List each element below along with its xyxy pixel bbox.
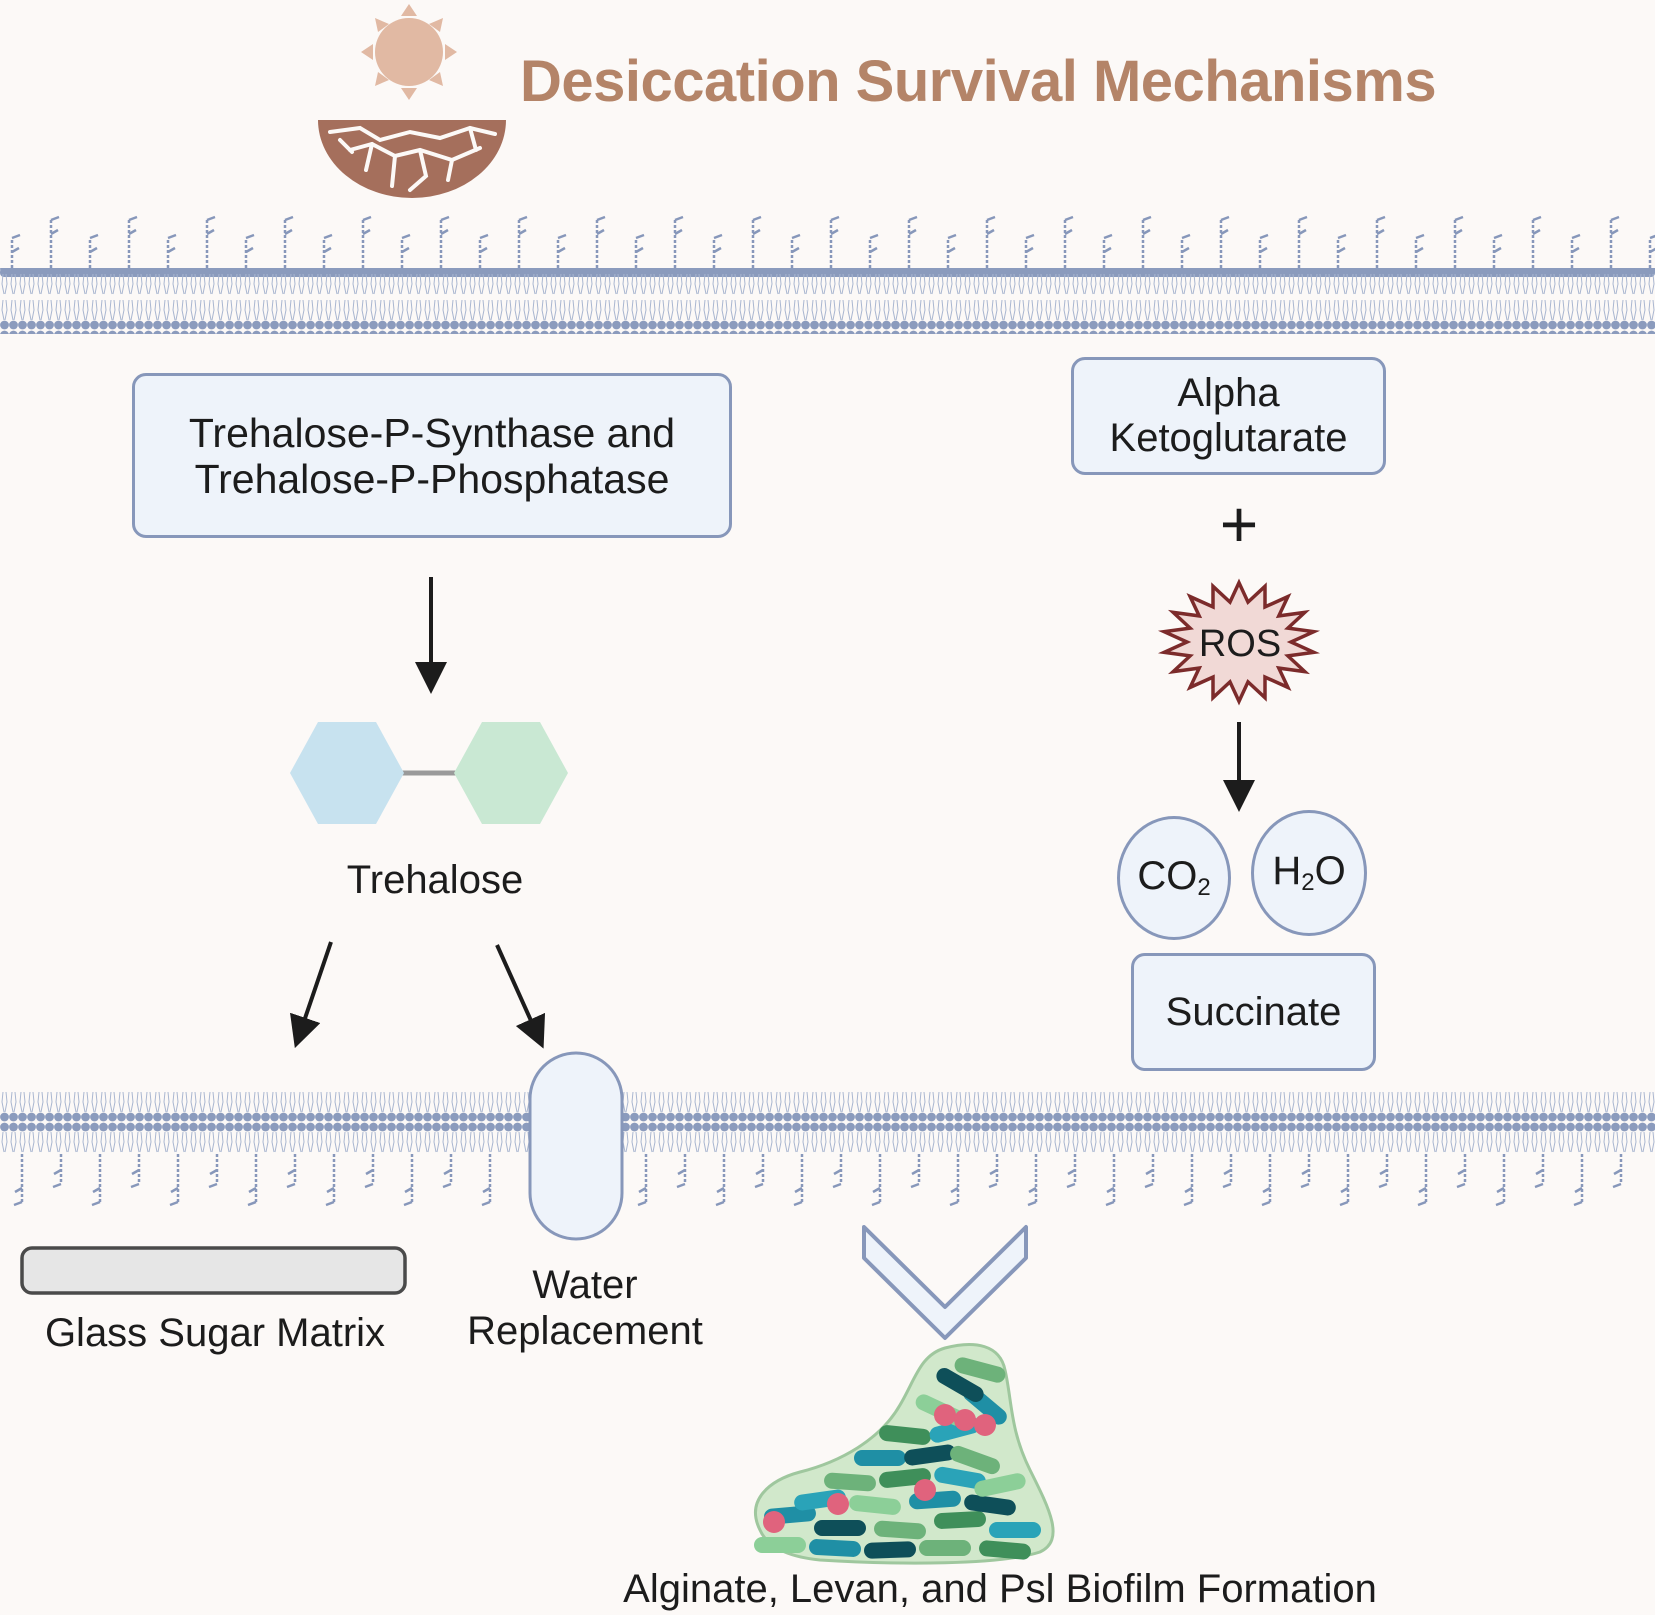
top-membrane (0, 215, 1655, 334)
succinate-box: Succinate (1131, 953, 1376, 1071)
enzyme-box: Trehalose-P-Synthase and Trehalose-P-Pho… (132, 373, 732, 538)
sun-icon (361, 4, 457, 100)
enzyme-line-1: Trehalose-P-Synthase and (188, 409, 676, 456)
plus-sign: + (1219, 487, 1259, 561)
cracked-soil-icon (318, 120, 506, 198)
biofilm-label: Alginate, Levan, and Psl Biofilm Formati… (623, 1567, 1377, 1611)
page-title: Desiccation Survival Mechanisms (520, 49, 1437, 114)
h2o-circle: H2O (1251, 810, 1367, 936)
alpha-ketoglutarate-line-1: Alpha (1177, 371, 1280, 415)
h2o-subscript: 2 (1301, 869, 1315, 896)
arrow-trehalose-to-water (495, 944, 546, 1049)
chevron-down-icon (862, 1225, 1028, 1340)
h2o-label: H2O (1272, 849, 1345, 897)
trehalose-label: Trehalose (346, 858, 524, 902)
co2-base: CO (1137, 854, 1198, 898)
alpha-ketoglutarate-box: Alpha Ketoglutarate (1071, 357, 1386, 475)
co2-label: CO2 (1137, 854, 1210, 902)
ros-label: ROS (1198, 623, 1282, 665)
enzyme-line-2: Trehalose-P-Phosphatase (194, 455, 670, 502)
bottom-membrane (0, 1088, 1655, 1207)
h2o-o: O (1314, 849, 1346, 893)
arrow-trehalose-to-glass (290, 941, 333, 1049)
h2o-h: H (1272, 849, 1302, 893)
water-replacement-label: Water Replacement (440, 1262, 730, 1354)
ros-starburst (1157, 578, 1321, 706)
succinate-label: Succinate (1165, 989, 1342, 1034)
water-channel-icon (528, 1051, 624, 1241)
glass-sugar-matrix-bar (20, 1246, 407, 1295)
co2-circle: CO2 (1117, 816, 1231, 940)
alpha-ketoglutarate-line-2: Ketoglutarate (1109, 416, 1348, 460)
glass-sugar-matrix-label: Glass Sugar Matrix (44, 1311, 386, 1355)
biofilm-icon (754, 1343, 1055, 1565)
co2-subscript: 2 (1197, 874, 1211, 901)
water-replacement-line-1: Water (532, 1263, 638, 1307)
water-replacement-line-2: Replacement (467, 1309, 703, 1353)
trehalose-molecule-icon (290, 722, 568, 824)
